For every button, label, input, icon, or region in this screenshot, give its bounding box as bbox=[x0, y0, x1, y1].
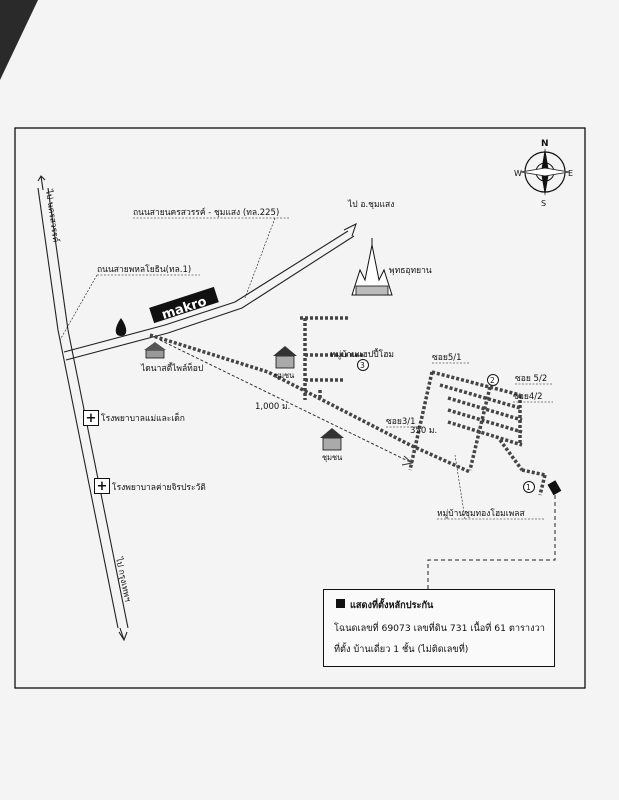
route-1000m bbox=[159, 339, 411, 463]
property-location-marker bbox=[547, 480, 562, 496]
legend-box: แสดงที่ตั้งหลักประกัน โฉนดเลขที่ 69073 เ… bbox=[323, 589, 555, 667]
label-soi-5-1: ซอย5/1 bbox=[432, 353, 462, 363]
label-community-1: ชุมชน bbox=[274, 371, 294, 380]
branch-road-to-village bbox=[149, 333, 471, 474]
legend-marker-square bbox=[336, 599, 345, 608]
svg-text:2: 2 bbox=[490, 376, 495, 385]
legend-leader-line bbox=[427, 495, 556, 590]
fuel-station-icon bbox=[115, 318, 127, 336]
kindergarten-icon bbox=[144, 342, 166, 359]
hospital-icon-1: + bbox=[83, 410, 99, 426]
legend-deed-info: โฉนดเลขที่ 69073 เลขที่ดิน 731 เนื้อที่ … bbox=[334, 623, 545, 634]
label-soi-3-1: ซอย3/1 bbox=[386, 417, 416, 427]
label-village-chumthong: หมู่บ้านชุมทองโฮมเพลส bbox=[437, 508, 525, 519]
compass-rose: N S E W bbox=[514, 139, 573, 208]
label-hospital-2: โรงพยาบาลค่ายจิรประวัติ bbox=[112, 483, 206, 493]
village-chumthong-grid bbox=[408, 370, 547, 496]
marker-1: 1 bbox=[523, 481, 535, 493]
hospital-icon-2: + bbox=[94, 478, 110, 494]
svg-text:3: 3 bbox=[360, 361, 365, 370]
village-happy-home-roads bbox=[300, 316, 365, 400]
label-kindergarten: ไดนาสตี้ไพล์ท็อป bbox=[140, 362, 203, 374]
community-building-icon-1 bbox=[273, 346, 297, 369]
marker-2: 2 bbox=[487, 374, 499, 386]
marker-3: 3 bbox=[357, 359, 369, 371]
compass-w: W bbox=[514, 169, 522, 178]
label-to-chum-saeng: ไป อ.ชุมแสง bbox=[347, 199, 394, 210]
label-phahonyothin-road: ถนนสายพหลโยธิน(ทล.1) bbox=[97, 264, 191, 275]
compass-s: S bbox=[541, 199, 546, 208]
label-nakhon-sawan-road: ถนนสายนครสวรรค์ - ชุมแสง (ทล.225) bbox=[133, 207, 279, 218]
label-distance-350: 350 ม. bbox=[410, 426, 437, 436]
community-building-icon-2 bbox=[320, 428, 344, 451]
legend-location-info: ที่ตั้ง บ้านเดี่ยว 1 ชั้น (ไม่ติดเลขที่) bbox=[334, 644, 469, 655]
label-soi-5-2: ซอย 5/2 bbox=[515, 374, 547, 384]
label-temple: พุทธอุทยาน bbox=[389, 266, 432, 276]
temple-icon bbox=[351, 238, 393, 296]
label-hospital-1: โรงพยาบาลแม่และเด็ก bbox=[101, 414, 185, 424]
label-village-happy-home: หมู่บ้านแฮปปี้โฮม bbox=[330, 348, 394, 360]
folded-corner bbox=[0, 0, 38, 80]
nakhon-sawan-chum-saeng-road bbox=[63, 222, 357, 361]
svg-text:1: 1 bbox=[526, 483, 531, 492]
label-community-2: ชุมชน bbox=[322, 453, 342, 462]
phahonyothin-highway bbox=[37, 175, 129, 642]
map-frame bbox=[14, 127, 586, 689]
label-distance-1000: 1,000 ม. bbox=[255, 402, 290, 412]
compass-n: N bbox=[541, 139, 549, 149]
label-soi-4-2: ซอย4/2 bbox=[513, 392, 543, 402]
compass-e: E bbox=[568, 169, 573, 178]
legend-title: แสดงที่ตั้งหลักประกัน bbox=[350, 600, 434, 611]
